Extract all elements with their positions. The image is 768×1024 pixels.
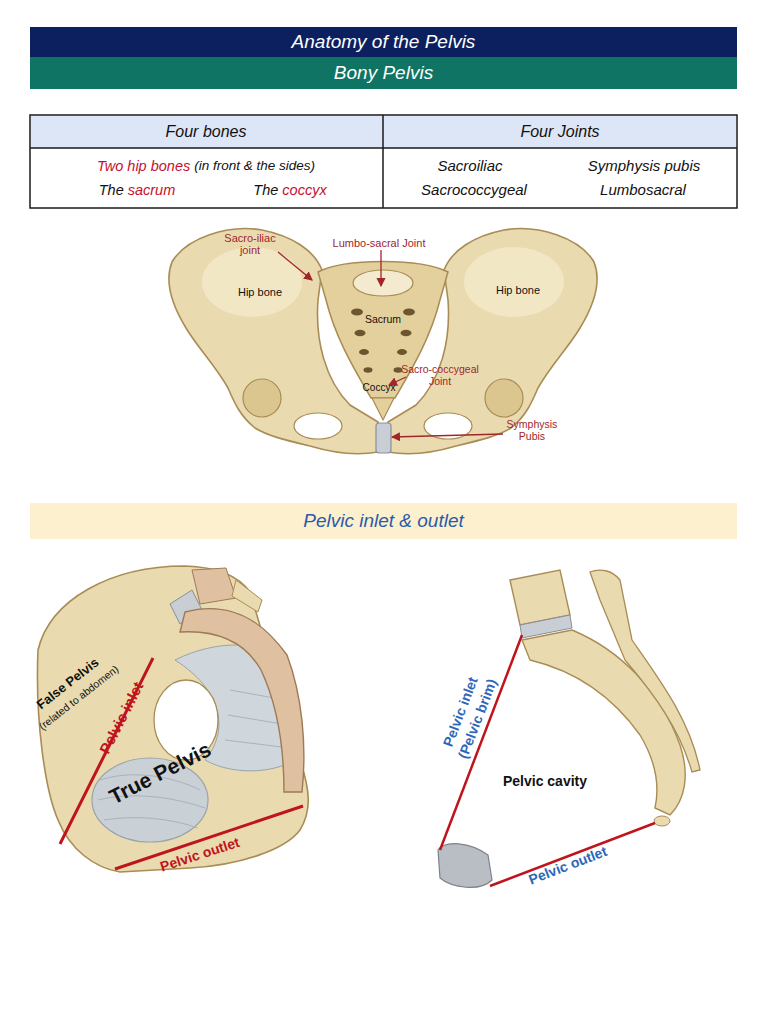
table-cell: coccyx xyxy=(282,182,326,198)
part-label: Symphysis Pubis xyxy=(501,419,563,443)
sacral-crest xyxy=(590,570,700,772)
leader-arrow xyxy=(380,250,381,286)
obturator-foramen xyxy=(294,413,342,439)
table-cell: sacrum xyxy=(128,182,176,198)
table-cell: Sacroiliac xyxy=(437,158,502,175)
part-label: Hip bone xyxy=(238,286,282,298)
page-title: Anatomy of the Pelvis xyxy=(292,32,476,53)
sacral-foramen xyxy=(401,330,412,336)
part-label: Sacro-coccygeal Joint xyxy=(395,364,485,388)
part-label: Sacrum xyxy=(365,314,401,326)
sacral-foramen xyxy=(403,309,415,316)
region-label: Pelvic cavity xyxy=(503,774,587,790)
spinous-process xyxy=(232,580,262,612)
table-rule xyxy=(382,115,384,208)
inlet-line xyxy=(440,635,522,850)
table-cell: Sacrococcygeal xyxy=(421,182,527,199)
pelvis-front-view xyxy=(169,229,597,454)
table-header: Four bones xyxy=(166,123,247,141)
iliac-fossa xyxy=(464,247,564,317)
table-cell: (in front & the sides) xyxy=(194,158,315,173)
leader-arrow xyxy=(392,434,503,437)
pelvis-sagittal-view xyxy=(438,570,700,887)
table-cell: The xyxy=(99,182,124,198)
band-title: Bony Pelvis xyxy=(334,63,433,84)
part-label: Coccyx xyxy=(363,382,396,393)
fibre-line xyxy=(104,818,198,828)
sacral-foramen xyxy=(351,309,363,316)
table-cell: The xyxy=(253,182,278,198)
leader-arrow xyxy=(278,252,312,280)
table-cell: Two hip bones xyxy=(97,158,190,174)
table-frame xyxy=(30,115,737,208)
section-band: Bony Pelvis xyxy=(30,57,737,89)
part-label: Hip bone xyxy=(496,284,540,296)
sacral-foramina xyxy=(351,309,415,373)
symphysis-disc xyxy=(376,423,391,453)
vertebral-body xyxy=(353,270,413,296)
vertebral-body xyxy=(192,568,236,604)
part-label: Lumbo-sacral Joint xyxy=(333,237,426,249)
hip-bone-shape xyxy=(37,566,308,872)
table-cell: Symphysis pubis xyxy=(588,158,701,175)
sacral-foramen xyxy=(355,330,366,336)
part-label: Sacro-iliac joint xyxy=(219,232,281,257)
pubic-bone xyxy=(438,844,492,888)
iliac-fossa xyxy=(202,247,302,317)
coccyx-shape xyxy=(654,816,670,826)
acetabulum xyxy=(243,379,281,417)
section-band: Pelvic inlet & outlet xyxy=(30,503,737,539)
sacral-foramen xyxy=(397,349,407,355)
coccyx-shape xyxy=(372,398,394,420)
sacral-foramen xyxy=(359,349,369,355)
band-title: Pelvic inlet & outlet xyxy=(303,511,464,532)
sacral-foramen xyxy=(364,367,373,373)
acetabulum xyxy=(485,379,523,417)
title-band: Anatomy of the Pelvis xyxy=(30,27,737,57)
pelvis-lateral-view xyxy=(37,566,308,872)
sacral-foramen xyxy=(394,367,403,373)
table-header: Four Joints xyxy=(520,123,599,141)
sacrum-shape xyxy=(318,262,448,399)
table-cell: Lumbosacral xyxy=(600,182,686,199)
